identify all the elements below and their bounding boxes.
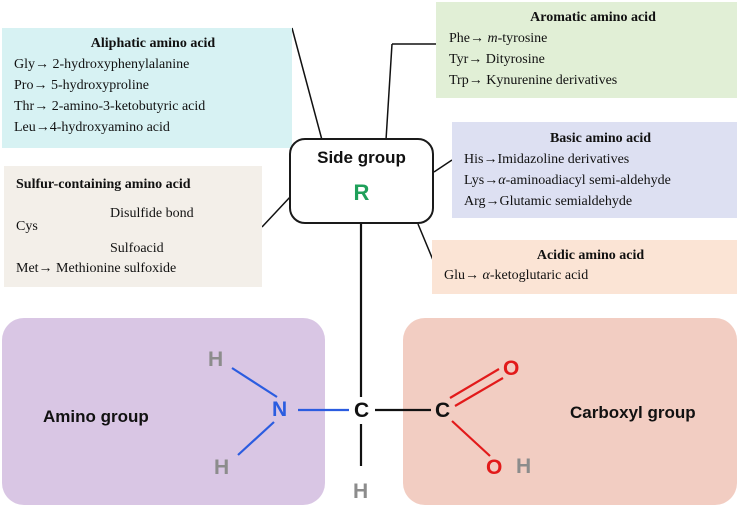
oxygen-atom-hydroxyl: O	[486, 456, 503, 479]
aliphatic-line: Pro→ 5-hydroxyproline	[14, 78, 149, 93]
aromatic-line: Phe→ m-tyrosine	[449, 31, 548, 46]
bond-c-o-double-a	[449, 368, 500, 399]
basic-line: Lys→α-aminoadiacyl semi-aldehyde	[464, 173, 671, 188]
side-group-label: Side group	[317, 148, 406, 167]
basic-line: Arg→Glutamic semialdehyde	[464, 194, 633, 209]
sulfur-title: Sulfur-containing amino acid	[16, 177, 191, 192]
aliphatic-line: Thr→ 2-amino-3-ketobutyric acid	[14, 99, 206, 114]
alpha-carbon-atom: C	[354, 399, 370, 422]
sulfur-met: Met→ Methionine sulfoxide	[16, 261, 177, 276]
acidic-title: Acidic amino acid	[536, 248, 645, 263]
aromatic-line: Trp→ Kynurenine derivatives	[449, 73, 618, 88]
side-group-box: Side group R	[289, 138, 434, 224]
aliphatic-line: Gly→ 2-hydroxyphenylalanine	[14, 57, 190, 72]
hydrogen-atom-hydroxyl: H	[516, 455, 532, 478]
basic-line: His→Imidazoline derivatives	[464, 152, 630, 167]
basic-amino-acid-box: Basic amino acid His→Imidazoline derivat…	[452, 122, 737, 218]
amino-group-label: Amino group	[43, 407, 149, 426]
bond-n-h-bottom	[237, 421, 275, 456]
connector-acidic	[417, 223, 434, 261]
aromatic-amino-acid-box: Aromatic amino acid Phe→ m-tyrosine Tyr→…	[436, 2, 737, 98]
aliphatic-line: Leu→4-hydroxyamino acid	[14, 120, 170, 135]
carboxyl-group-label: Carboxyl group	[570, 403, 696, 422]
hydrogen-atom-bottom: H	[353, 480, 369, 503]
connector-basic	[433, 159, 453, 173]
sulfur-cys: Cys	[16, 219, 38, 234]
aromatic-title: Aromatic amino acid	[530, 10, 656, 25]
aromatic-line: Tyr→ Dityrosine	[449, 52, 545, 67]
bond-n-h-top	[231, 367, 278, 398]
connector-aromatic-vertical	[385, 43, 393, 141]
acidic-line: Glu→ α-ketoglutaric acid	[444, 268, 589, 283]
bond-c-o-double-b	[454, 377, 504, 407]
sulfur-amino-acid-box: Sulfur-containing amino acid	[4, 166, 262, 287]
carboxyl-carbon-atom: C	[435, 399, 451, 422]
r-group-label: R	[353, 180, 370, 205]
hydrogen-atom-bottom-left: H	[214, 456, 230, 479]
sulfur-sulfoacid: Sulfoacid	[110, 241, 164, 256]
aliphatic-amino-acid-box: Aliphatic amino acid Gly→ 2-hydroxypheny…	[2, 28, 292, 148]
acidic-amino-acid-box: Acidic amino acid Glu→ α-ketoglutaric ac…	[432, 240, 737, 294]
connector-aliphatic	[291, 27, 323, 141]
oxygen-atom-double: O	[503, 357, 520, 380]
nitrogen-atom: N	[272, 398, 288, 421]
hydrogen-atom-top-left: H	[208, 348, 224, 371]
bond-c-oh	[451, 420, 491, 457]
basic-title: Basic amino acid	[549, 131, 652, 146]
connector-sulfur	[261, 195, 292, 228]
amino-group-panel	[2, 318, 325, 505]
carboxyl-group-panel	[403, 318, 737, 505]
aliphatic-title: Aliphatic amino acid	[90, 36, 216, 51]
sulfur-disulfide: Disulfide bond	[110, 206, 194, 221]
